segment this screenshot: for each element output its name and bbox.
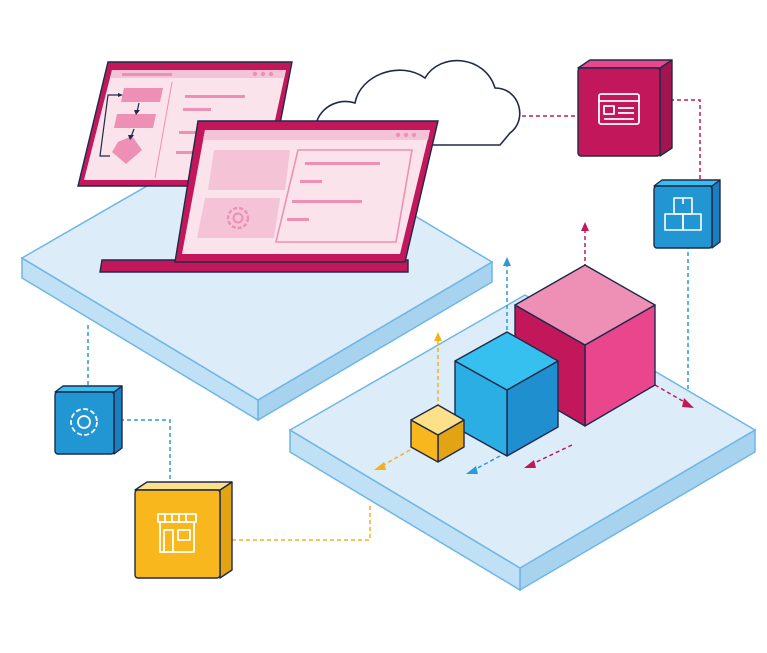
arrowheads <box>374 222 694 474</box>
gear-icon <box>226 206 250 230</box>
settings-tile <box>54 385 123 455</box>
packages-tile <box>653 179 721 249</box>
gear-icon <box>70 408 98 436</box>
boxes-icon <box>664 197 702 231</box>
storefront-icon <box>157 513 197 553</box>
store-tile <box>134 481 233 579</box>
medium-blue-cube <box>454 331 559 457</box>
small-yellow-cube <box>410 404 465 463</box>
document-icon <box>598 93 640 125</box>
document-tile <box>577 59 673 157</box>
laptop <box>99 120 439 273</box>
